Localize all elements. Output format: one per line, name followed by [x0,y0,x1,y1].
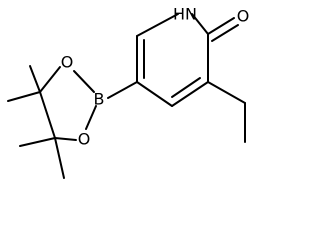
chemical-structure-diagram: HN O B O O [7,5,250,179]
bond-c4-c3-inner [171,77,201,98]
bond-methyl-2 [7,91,41,102]
bond-c4-c5 [136,81,173,107]
bond-c-c-ring [39,91,56,139]
bond-b-o-lower [85,105,97,130]
bond-c2-o-double [211,24,239,42]
atom-label-boron: B [94,90,105,109]
atom-label-nh: HN [173,5,197,24]
ethyl-group [207,81,246,143]
bond-c5-b [107,81,138,99]
bond-c2-o [207,17,235,35]
atom-label-oxygen-lower: O [78,130,91,149]
bond-n1-c2 [191,13,209,35]
pinacol-boronate-ester [7,65,138,179]
bond-b-o-upper [73,70,95,93]
atom-label-oxygen-upper: O [61,53,74,72]
bond-methyl-1 [29,65,41,93]
pyridinone-ring [136,13,209,107]
bond-c3-c4 [171,81,209,107]
atom-label-oxygen-carbonyl: O [237,7,250,26]
bond-c6-n1 [136,13,179,37]
bond-o-upper-c [39,66,61,93]
bond-c3-ch2 [207,81,246,104]
bond-methyl-3 [19,137,56,147]
carbonyl-group [207,17,239,42]
bond-methyl-4 [54,137,65,179]
bond-o-lower-c [54,137,77,141]
